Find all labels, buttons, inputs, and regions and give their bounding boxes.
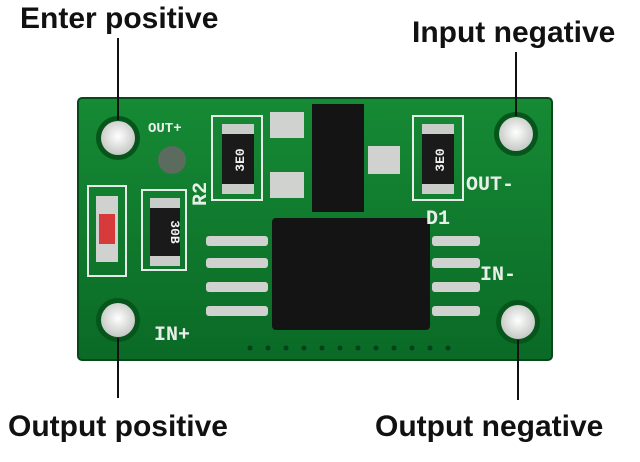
label-out-plus: OUT+: [148, 121, 182, 137]
callout-output-positive: Output positive: [8, 410, 228, 443]
callout-enter-positive: Enter positive: [20, 2, 219, 35]
resistor-top-left: 3E0: [222, 124, 254, 194]
test-point: [158, 146, 186, 174]
main-ic: [206, 218, 480, 330]
label-r2: R2: [190, 182, 213, 206]
label-in-plus: IN+: [154, 324, 190, 347]
callout-input-negative: Input negative: [412, 16, 616, 49]
led: [96, 196, 118, 262]
label-out-minus: OUT-: [466, 174, 514, 197]
label-d1: D1: [426, 208, 450, 231]
pad-bottom-right: [496, 300, 540, 344]
resistor-left: 30B: [150, 198, 182, 266]
pad-bottom-left: [96, 298, 140, 342]
callout-output-negative: Output negative: [375, 410, 604, 443]
sot-transistor: [270, 104, 400, 212]
resistor-code: 3E0: [433, 148, 448, 172]
resistor-code: 30B: [167, 220, 182, 244]
pad-top-left: [96, 116, 140, 160]
resistor-code: 3E0: [233, 148, 248, 172]
pad-top-right: [494, 112, 538, 156]
resistor-top-right: 3E0: [422, 124, 454, 194]
label-in-minus: IN-: [480, 264, 516, 287]
via-row: [247, 345, 451, 351]
